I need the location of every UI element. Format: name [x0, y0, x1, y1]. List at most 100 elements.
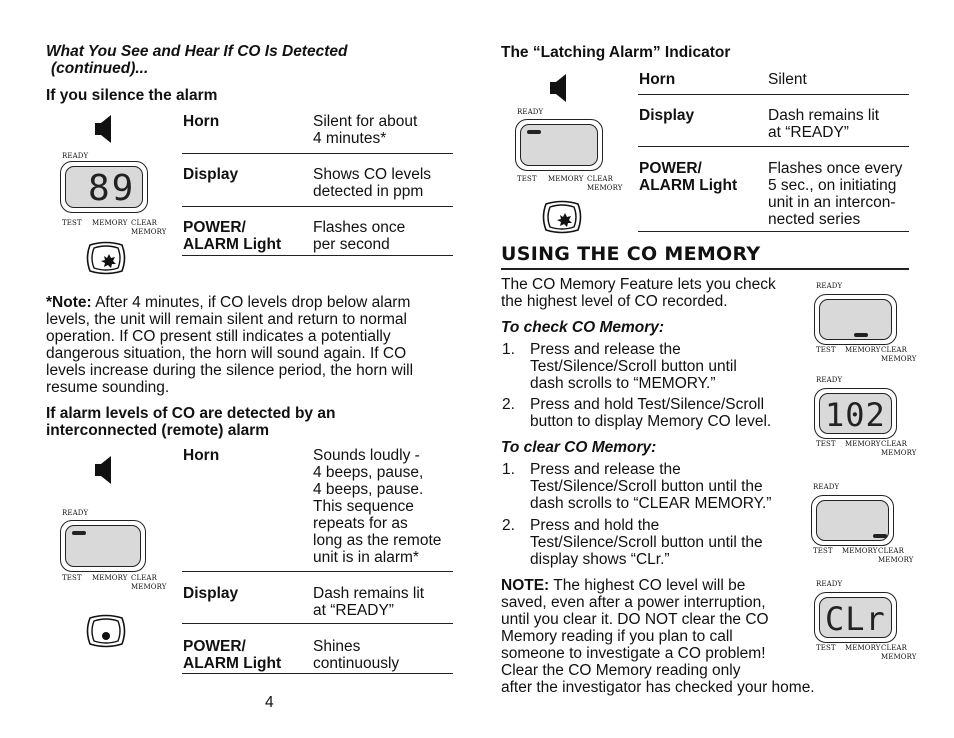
power-value-line: 5 sec., on initiating: [768, 177, 897, 194]
clear-memory-label: MEMORY: [878, 556, 914, 564]
note-label: NOTE:: [501, 577, 550, 594]
test-label: TEST: [816, 440, 836, 448]
check-memory-heading: To check CO Memory:: [501, 319, 665, 336]
heading-underline: [501, 268, 909, 270]
note-line: until you clear it. DO NOT clear the CO: [501, 611, 769, 628]
horn-value: Sounds loudly - 4 beeps, pause, 4 beeps,…: [313, 447, 441, 566]
power-value-line: continuously: [313, 655, 400, 672]
step-text: Press and release the Test/Silence/Scrol…: [530, 341, 737, 392]
continued-title-line1: What You See and Hear If CO Is Detected: [46, 43, 348, 60]
memory-label: MEMORY: [548, 175, 584, 183]
display-label: Display: [639, 107, 695, 124]
note-line: Clear the CO Memory reading only: [501, 662, 741, 679]
continued-title: What You See and Hear If CO Is Detected …: [46, 43, 347, 77]
note-line: *Note: After 4 minutes, if CO levels dro…: [46, 294, 456, 311]
horn-value-line: Silent for about: [313, 113, 418, 130]
silence-note: *Note: After 4 minutes, if CO levels dro…: [46, 294, 456, 396]
lcd-screen: CLr: [819, 597, 892, 638]
clear-memory-label: MEMORY: [587, 184, 623, 192]
step-line: display shows “CLr.”: [530, 551, 670, 568]
clear-label: CLEAR: [881, 346, 907, 354]
test-label: TEST: [62, 219, 82, 227]
lcd-digits: CLr: [825, 600, 886, 638]
test-silence-button-flashing[interactable]: [540, 200, 584, 234]
ready-label: READY: [816, 282, 843, 290]
remote-heading-line: interconnected (remote) alarm: [46, 422, 270, 439]
note-label: *Note:: [46, 294, 92, 311]
lcd-screen: [819, 299, 892, 340]
clear-memory-label: MEMORY: [881, 355, 917, 363]
horn-label: Horn: [183, 447, 220, 464]
memory-device-dash-clear: READY TEST MEMORY CLEAR MEMORY: [810, 483, 914, 567]
power-light-label: POWER/ ALARM Light: [183, 219, 281, 253]
note-line: levels, the unit will remain silent and …: [46, 311, 407, 328]
intro-line: The CO Memory Feature lets you check: [501, 276, 776, 293]
alarm-device-silenced: READY 89 TEST MEMORY CLEAR MEMORY: [60, 150, 170, 240]
power-value-line: Flashes once every: [768, 160, 903, 177]
power-light-value: Flashes once per second: [313, 219, 405, 253]
note-line: levels increase during the silence perio…: [46, 362, 414, 379]
note-text: After 4 minutes, if CO levels drop below…: [91, 294, 411, 311]
clear-label: CLEAR: [131, 219, 157, 227]
step-line: Test/Silence/Scroll button until: [530, 358, 737, 375]
table-divider: [638, 94, 909, 95]
display-value-line: detected in ppm: [313, 183, 424, 200]
memory-label: MEMORY: [845, 440, 881, 448]
power-value-line: nected series: [768, 211, 861, 228]
alarm-device-remote: READY TEST MEMORY CLEAR MEMORY: [60, 507, 170, 597]
test-silence-button-flashing[interactable]: [84, 241, 128, 275]
horn-label: Horn: [183, 113, 220, 130]
clear-label: CLEAR: [131, 574, 157, 582]
memory-label: MEMORY: [92, 574, 128, 582]
display-value-line: Dash remains lit: [313, 585, 425, 602]
ready-label: READY: [816, 376, 843, 384]
step-text: Press and hold Test/Silence/Scroll butto…: [530, 396, 771, 430]
lcd-screen: 89: [65, 166, 143, 208]
lcd-screen: [65, 525, 141, 567]
display-value: Dash remains lit at “READY”: [768, 107, 879, 141]
horn-value-line: This sequence: [313, 498, 414, 515]
step-line: dash scrolls to “MEMORY.”: [530, 375, 716, 392]
display-label: Display: [183, 585, 239, 602]
clear-label: CLEAR: [587, 175, 613, 183]
lcd-screen: [816, 500, 889, 541]
lcd-display: 89: [60, 161, 148, 213]
ready-label: READY: [62, 152, 89, 160]
horn-value: Silent for about 4 minutes*: [313, 113, 417, 147]
clear-label: CLEAR: [881, 440, 907, 448]
step-number: 2.: [502, 396, 515, 413]
power-light-value: Flashes once every 5 sec., on initiating…: [768, 160, 902, 228]
horn-value-line: repeats for as: [313, 515, 408, 532]
display-value-line: at “READY”: [768, 124, 849, 141]
clear-step-1: 1. Press and release the Test/Silence/Sc…: [501, 461, 771, 512]
clear-memory-label: MEMORY: [881, 653, 917, 661]
power-label-line: POWER/: [639, 160, 702, 177]
step-line: Press and hold Test/Silence/Scroll: [530, 396, 765, 413]
power-label-line: ALARM Light: [639, 177, 738, 194]
horn-value: Silent: [768, 71, 807, 88]
test-label: TEST: [62, 574, 82, 582]
note-line: operation. If CO present still indicates…: [46, 328, 391, 345]
lcd-display: [814, 294, 897, 345]
ready-label: READY: [517, 108, 544, 116]
silence-heading: If you silence the alarm: [46, 87, 218, 104]
table-divider: [182, 571, 453, 572]
power-label-line: ALARM Light: [183, 655, 282, 672]
horn-label: Horn: [639, 71, 676, 88]
lcd-display: [60, 520, 146, 572]
power-label-line: ALARM Light: [183, 236, 282, 253]
memory-dash: [854, 333, 868, 337]
memory-label: MEMORY: [845, 346, 881, 354]
power-light-label: POWER/ ALARM Light: [183, 638, 281, 672]
lcd-display: CLr: [814, 592, 897, 643]
horn-speaker-icon: [95, 456, 111, 484]
continued-title-line2: (continued)...: [51, 60, 149, 77]
memory-label: MEMORY: [92, 219, 128, 227]
clear-label: CLEAR: [881, 644, 907, 652]
horn-speaker-icon: [550, 74, 566, 102]
test-label: TEST: [816, 644, 836, 652]
memory-intro: The CO Memory Feature lets you check the…: [501, 276, 776, 310]
power-value-line: unit in an intercon-: [768, 194, 896, 211]
display-value-line: at “READY”: [313, 602, 394, 619]
test-silence-button-steady[interactable]: [84, 614, 128, 648]
